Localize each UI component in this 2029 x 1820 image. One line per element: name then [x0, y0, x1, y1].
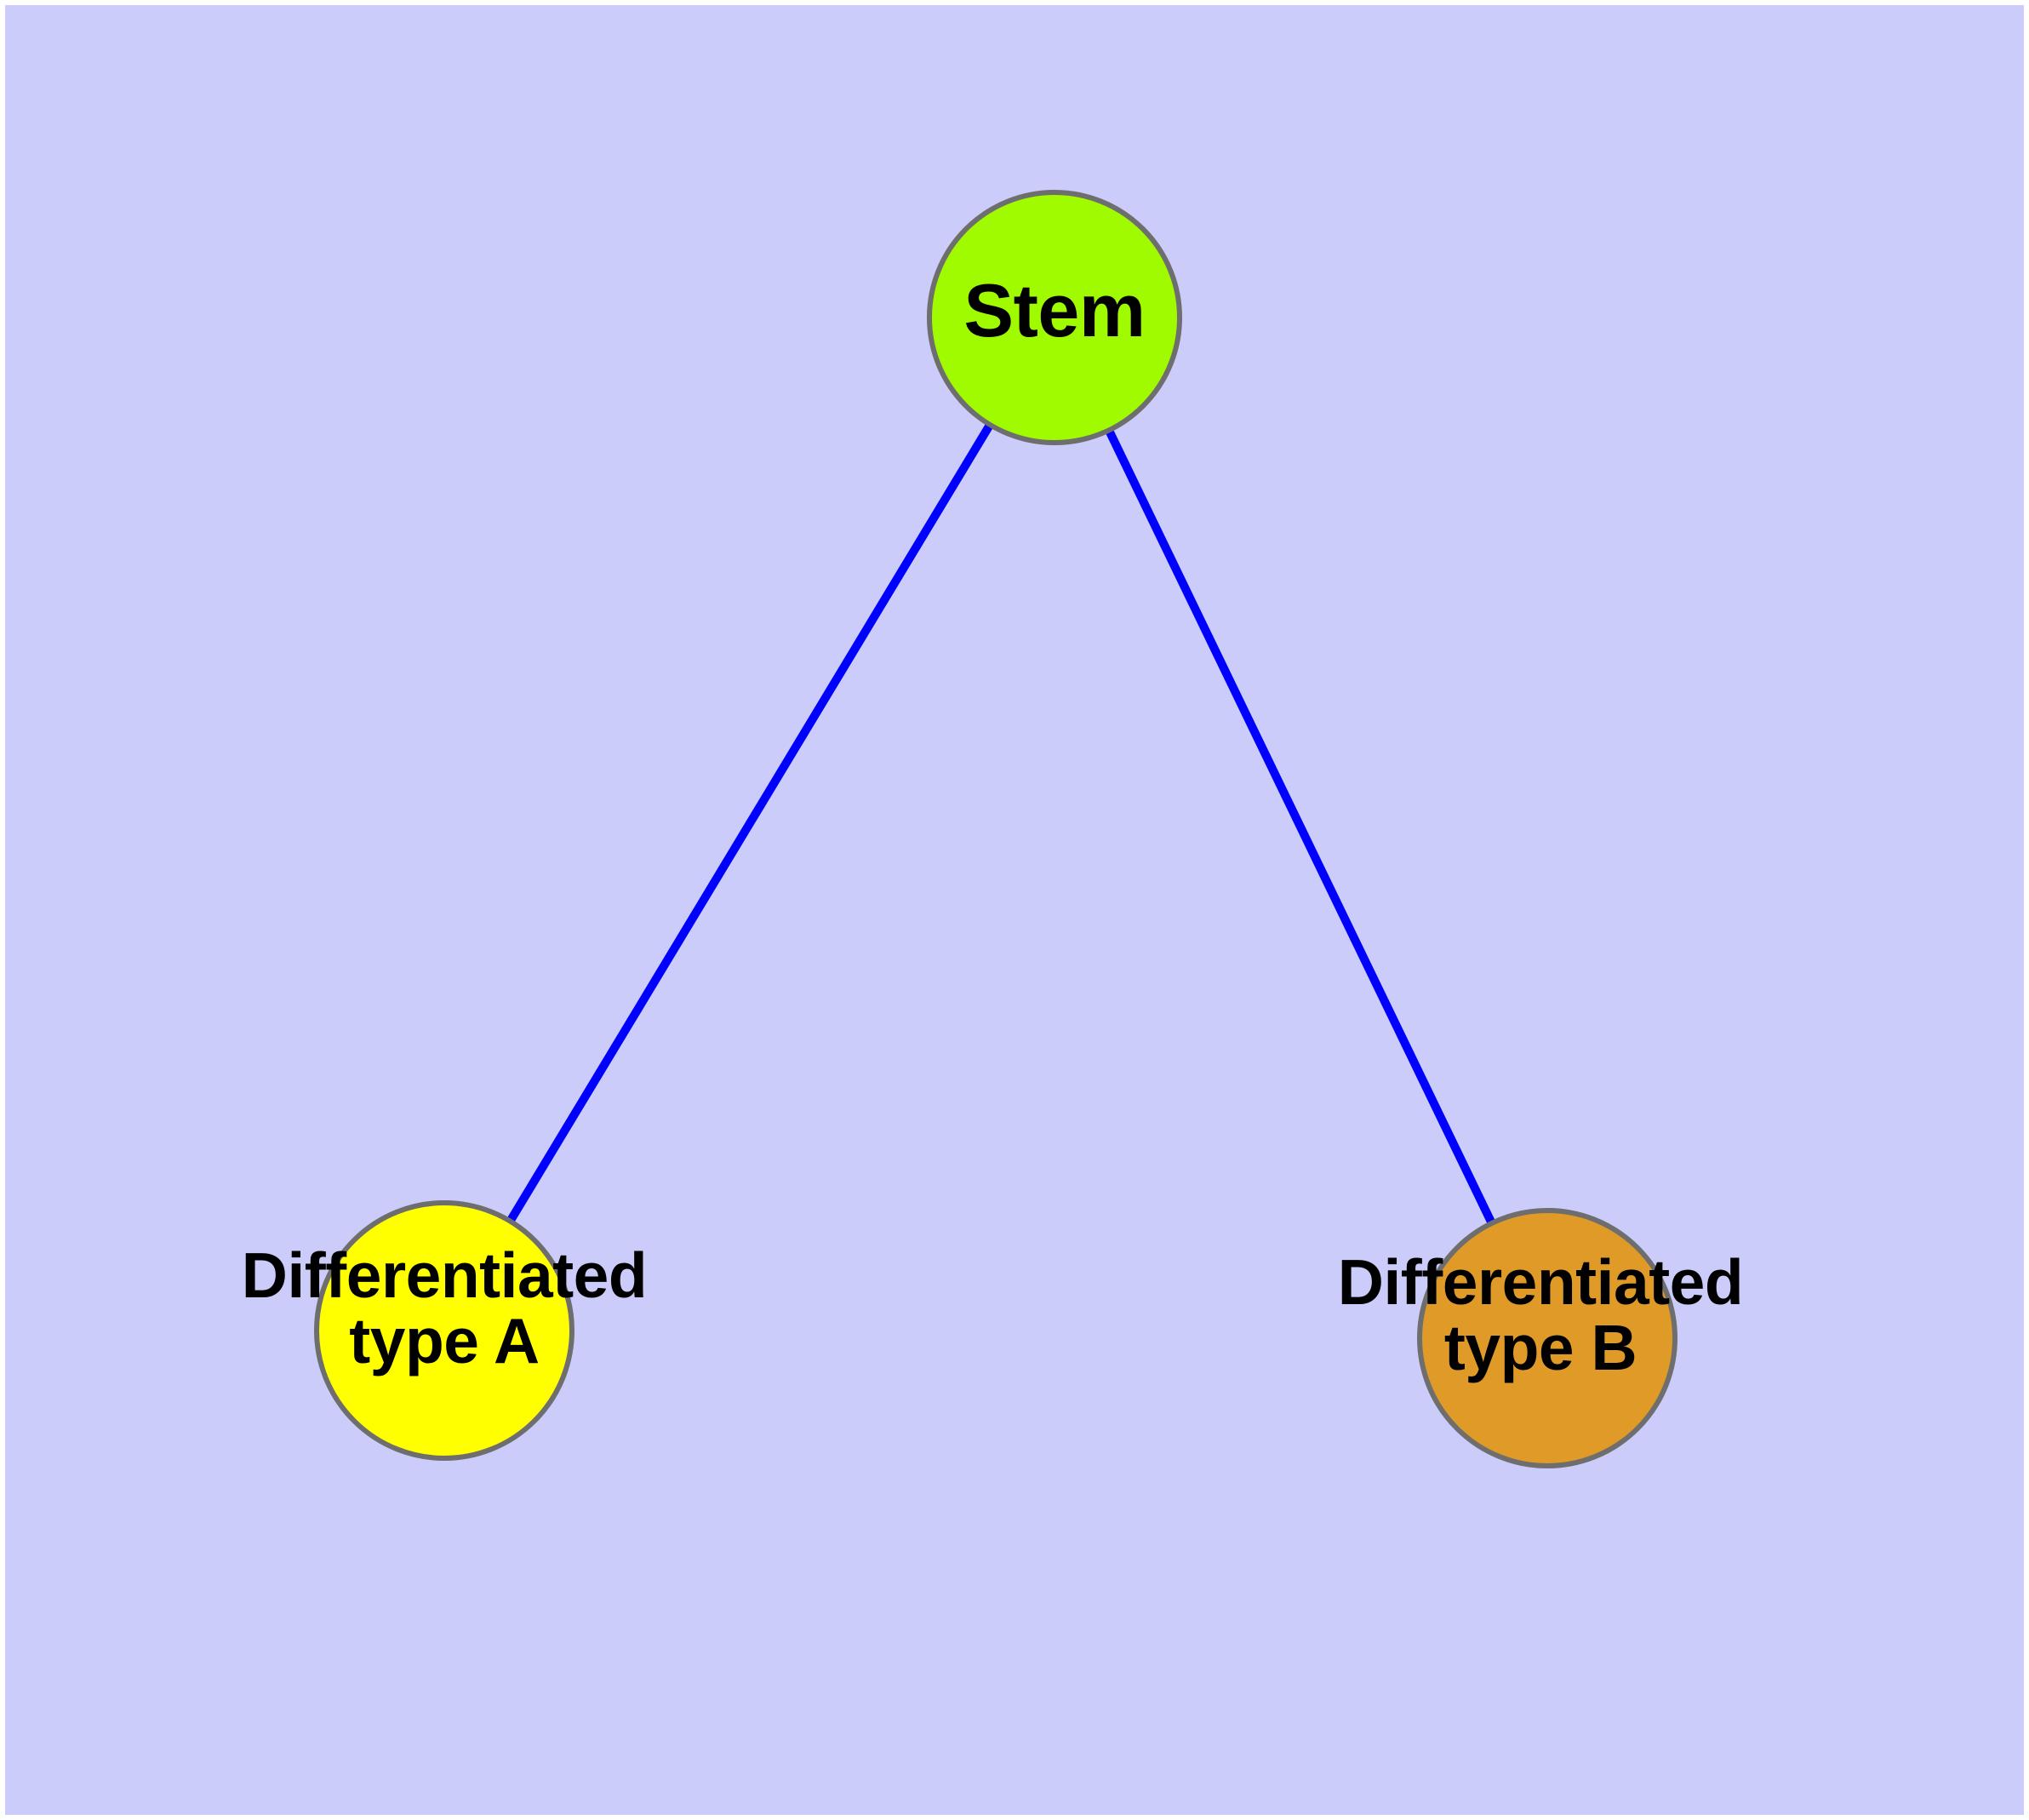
graph-node-diff_b[interactable]	[1417, 1208, 1677, 1468]
node-layer	[314, 190, 1677, 1468]
graph-edge-stem-to-b[interactable]	[1103, 425, 1498, 1228]
edge-layer	[505, 419, 1498, 1228]
graph-node-stem[interactable]	[927, 190, 1182, 445]
graph-edge-stem-to-a[interactable]	[505, 419, 996, 1227]
graph-node-diff_a[interactable]	[314, 1200, 574, 1461]
